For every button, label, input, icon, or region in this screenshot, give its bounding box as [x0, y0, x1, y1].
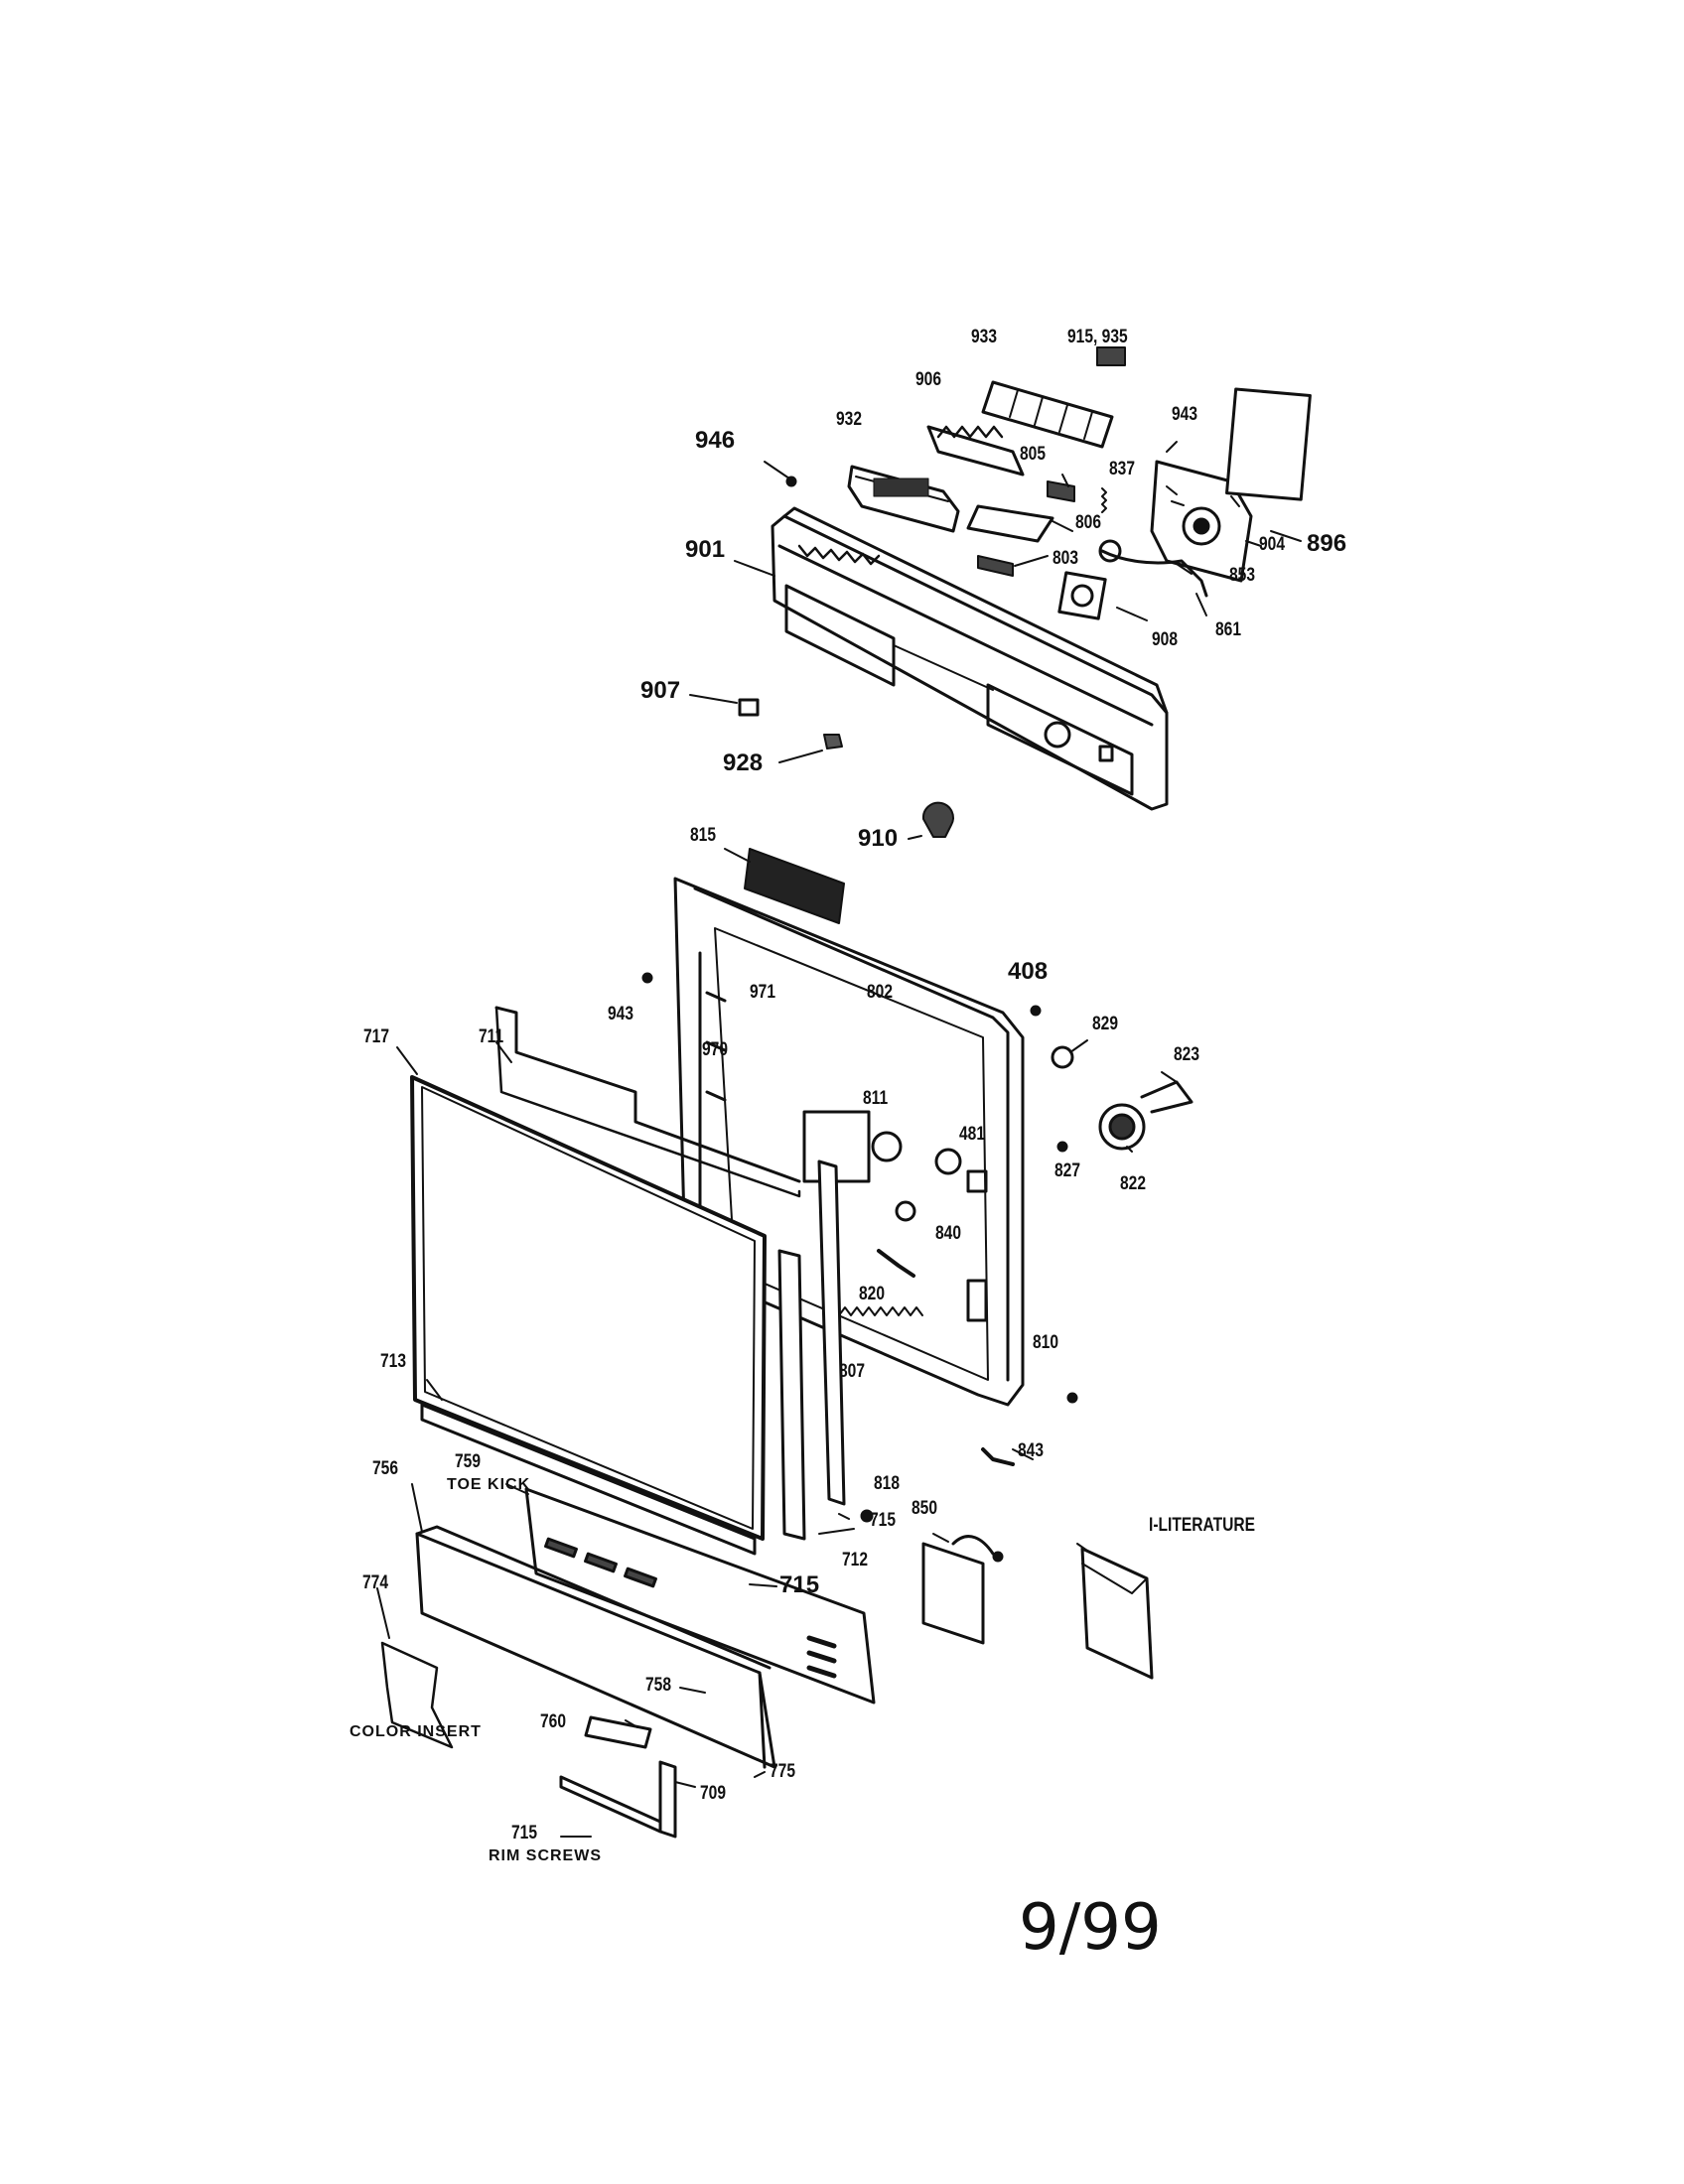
- label-827: 827: [1054, 1160, 1080, 1181]
- label-408: 408: [1008, 958, 1049, 985]
- label-932: 932: [836, 409, 862, 430]
- label-822: 822: [1120, 1173, 1146, 1194]
- label-908: 908: [1152, 629, 1178, 650]
- screw-810: [1066, 1392, 1078, 1404]
- label-901: 901: [685, 536, 726, 563]
- label-946: 946: [695, 427, 736, 454]
- label-850: 850: [912, 1498, 937, 1519]
- label-907: 907: [640, 677, 681, 704]
- label-943-mid: 943: [608, 1004, 633, 1024]
- part-907: [738, 698, 760, 717]
- toe-kick-759: [524, 1487, 876, 1705]
- side-rail-807: [817, 1160, 846, 1506]
- label-756: 756: [372, 1458, 398, 1479]
- bracket-709: [559, 1760, 677, 1839]
- label-803: 803: [1052, 548, 1078, 569]
- label-712: 712: [842, 1550, 868, 1570]
- label-774: 774: [362, 1572, 388, 1593]
- label-829: 829: [1092, 1014, 1118, 1034]
- label-840: 840: [935, 1223, 961, 1244]
- screw-943: [641, 972, 653, 984]
- pushbutton-906: [926, 425, 1025, 477]
- color-insert-774: [380, 1641, 454, 1749]
- knob-822: [1098, 1103, 1146, 1151]
- label-943-top: 943: [1172, 404, 1197, 425]
- label-literature: I-LITERATURE: [1149, 1515, 1256, 1536]
- part-806: [966, 504, 1054, 543]
- label-759: 759: [455, 1451, 481, 1472]
- label-807: 807: [839, 1361, 865, 1382]
- leader-lines: [376, 441, 1302, 1838]
- part-829: [1051, 1045, 1074, 1069]
- label-971: 971: [750, 982, 775, 1003]
- screw-408: [1030, 1005, 1042, 1017]
- part-910: [921, 801, 954, 838]
- bracket-850: [921, 1535, 1004, 1645]
- label-970: 970: [702, 1039, 728, 1060]
- label-915-935: 915, 935: [1067, 327, 1128, 347]
- side-rail-712: [777, 1249, 806, 1541]
- label-709: 709: [700, 1783, 726, 1804]
- label-928: 928: [723, 750, 764, 776]
- bracket-760: [584, 1715, 652, 1749]
- revision-date: 9/99: [1019, 1891, 1162, 1965]
- spring-837: [1101, 487, 1107, 513]
- switch-908: [1057, 571, 1107, 620]
- label-843: 843: [1018, 1440, 1044, 1461]
- label-933: 933: [971, 327, 997, 347]
- label-906: 906: [915, 369, 941, 390]
- label-711: 711: [479, 1026, 504, 1047]
- lever-823: [1140, 1080, 1193, 1114]
- label-775: 775: [770, 1761, 795, 1782]
- label-481: 481: [959, 1124, 985, 1145]
- door-panel-717: [410, 1075, 767, 1541]
- label-904: 904: [1259, 534, 1285, 555]
- label-715-c: 715: [511, 1823, 537, 1843]
- label-758: 758: [645, 1675, 671, 1696]
- trim-713: [420, 1403, 757, 1556]
- label-810: 810: [1033, 1332, 1058, 1353]
- label-805: 805: [1020, 444, 1046, 465]
- label-713: 713: [380, 1351, 406, 1372]
- label-837: 837: [1109, 459, 1135, 479]
- part-805: [1047, 480, 1075, 502]
- label-910: 910: [858, 825, 899, 852]
- label-861: 861: [1215, 619, 1241, 640]
- label-color-insert: COLOR INSERT: [350, 1723, 482, 1740]
- label-820: 820: [859, 1284, 885, 1304]
- vent-815: [744, 848, 845, 924]
- label-rim-screws: RIM SCREWS: [489, 1847, 602, 1864]
- part-803: [977, 555, 1014, 577]
- label-715-b: 715: [779, 1571, 820, 1598]
- hinge-843: [981, 1447, 1015, 1466]
- label-802: 802: [867, 982, 893, 1003]
- label-896: 896: [1307, 530, 1347, 557]
- linkage-861: [1100, 549, 1208, 598]
- selector-932: [847, 465, 960, 533]
- sheet-896: [1225, 387, 1312, 501]
- label-818: 818: [874, 1473, 900, 1494]
- control-panel-901: [771, 506, 1169, 811]
- label-853: 853: [1229, 565, 1255, 586]
- label-toe-kick: TOE KICK: [447, 1476, 531, 1493]
- label-811: 811: [863, 1088, 889, 1109]
- light-strip-933: [981, 380, 1114, 449]
- part-915: [1096, 346, 1126, 366]
- label-760: 760: [540, 1711, 566, 1732]
- screw-827: [1056, 1141, 1068, 1153]
- kick-plate-756: [415, 1525, 776, 1769]
- label-815: 815: [690, 825, 716, 846]
- label-823: 823: [1174, 1044, 1199, 1065]
- label-715-a: 715: [870, 1510, 896, 1531]
- screw-946: [785, 476, 797, 487]
- label-717: 717: [363, 1026, 389, 1047]
- panel-711: [494, 1006, 801, 1198]
- part-853: [1098, 539, 1122, 563]
- literature-envelope: [1080, 1547, 1154, 1680]
- screw-818: [860, 1509, 874, 1523]
- part-928: [823, 734, 843, 750]
- label-806: 806: [1075, 512, 1101, 533]
